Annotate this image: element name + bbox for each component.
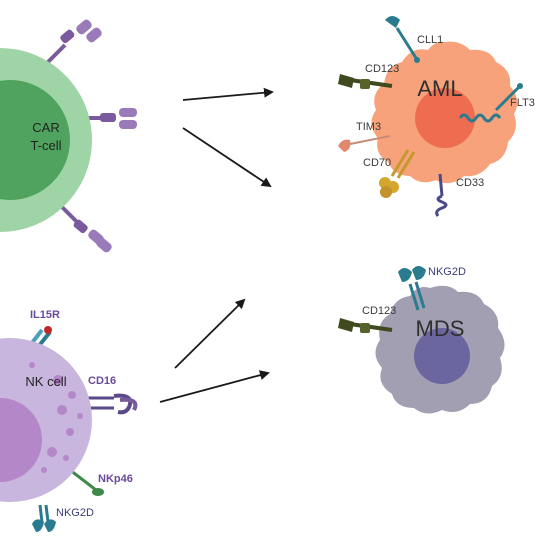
cd16-label: CD16	[88, 375, 116, 387]
nkp46-label: NKp46	[98, 473, 133, 485]
cd70-label: CD70	[363, 157, 391, 169]
aml-cd123-label: CD123	[365, 63, 399, 75]
flt3-label: FLT3	[510, 97, 535, 109]
mds-label: MDS	[416, 316, 465, 341]
mds-cell: MDS NKG2D CD123	[338, 266, 505, 414]
mds-nkg2d-receptor	[398, 266, 426, 311]
car-t-label-line2: T-cell	[30, 138, 61, 153]
aml-label: AML	[417, 76, 462, 101]
mds-nkg2d-label: NKG2D	[428, 266, 466, 278]
aml-cell: AML CLL1 CD123 FLT3 TIM3	[338, 16, 535, 217]
cd33-label: CD33	[456, 177, 484, 189]
nkp46-receptor	[69, 468, 104, 496]
nk-nucleus	[0, 398, 42, 482]
arrow-nk-to-aml	[174, 298, 246, 369]
nk-nkg2d-receptor	[32, 504, 56, 532]
flt3-receptor	[458, 83, 523, 123]
nk-granules	[29, 362, 83, 473]
car-receptor-bottom	[58, 203, 112, 253]
tim3-receptor	[338, 135, 391, 152]
nk-cell: NK cell IL15R CD16 NKp46 NKG2D	[0, 309, 138, 532]
nk-nkg2d-label: NKG2D	[56, 507, 94, 519]
car-t-cell: CAR T-cell	[0, 19, 137, 253]
mds-nucleus	[414, 328, 470, 384]
cd70-receptor	[379, 149, 416, 198]
arrows	[159, 87, 274, 403]
car-t-label-line1: CAR	[32, 120, 59, 135]
aml-cd123-receptor	[338, 74, 393, 89]
il15r-label: IL15R	[30, 309, 60, 321]
arrow-car-to-aml-upper	[182, 87, 274, 101]
car-receptor-top	[43, 19, 102, 67]
cll1-receptor	[385, 16, 420, 63]
mds-cd123-receptor	[338, 318, 393, 333]
car-t-nucleus	[0, 80, 70, 200]
tim3-label: TIM3	[356, 121, 381, 133]
cll1-label: CLL1	[417, 34, 443, 46]
cd16-receptor	[88, 393, 138, 415]
arrow-car-to-aml-lower	[182, 127, 272, 188]
nk-label: NK cell	[25, 374, 66, 389]
cd33-receptor	[435, 173, 448, 217]
mds-cd123-label: CD123	[362, 305, 396, 317]
aml-nucleus	[415, 88, 475, 148]
arrow-nk-to-mds	[159, 370, 270, 403]
